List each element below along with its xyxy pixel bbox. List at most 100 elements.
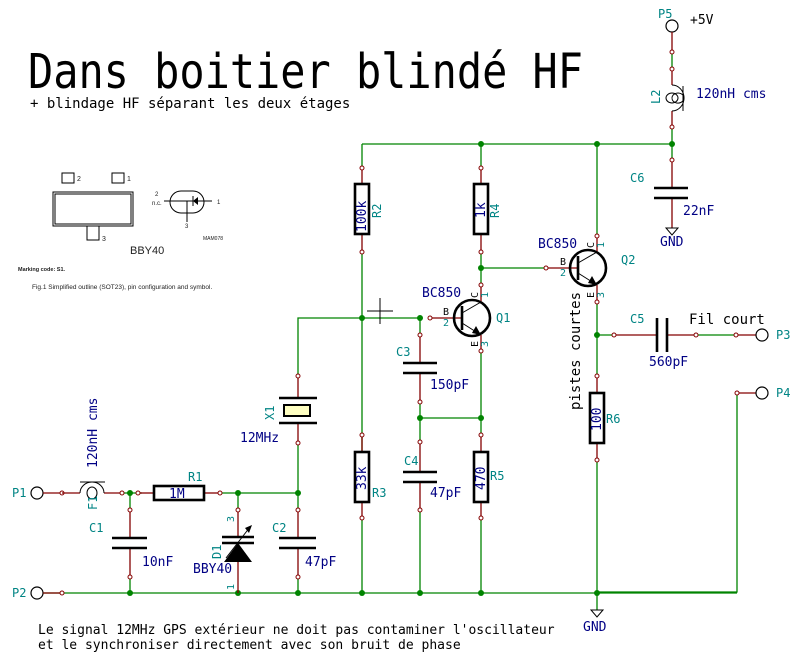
c2-ref: C2 [272,521,286,535]
gnd-label-top: GND [660,235,684,250]
diode-symbol-icon [193,197,198,205]
r5-value: 470 [474,467,489,490]
symbol-pin2-label: 2 [155,192,159,198]
d1-pin-a-num: 1 [226,584,237,590]
npn-transistor-icon [568,248,608,288]
capacitor-c5[interactable]: C5 560pF [611,312,699,370]
transistor-q1[interactable]: BC850 Q1 B 2 C 1 E 3 [422,282,510,354]
capacitor-c4[interactable]: C4 47pF [403,439,461,513]
r3-value: 33k [355,466,370,490]
capacitor-c6[interactable]: C6 22nF GND [630,157,714,250]
r4-value: 1k [474,202,489,218]
q1-ref: Q1 [496,311,510,325]
resistor-r1[interactable]: 1M R1 [135,470,223,502]
resistor-r2[interactable]: 100k R2 [353,165,384,255]
connector-p3-label: P3 [776,328,790,342]
short-traces-note: pistes courtes [568,292,584,410]
connector-p3[interactable]: P3 [733,328,790,342]
connector-p4-label: P4 [776,386,790,400]
r5-ref: R5 [490,469,504,483]
transistor-q2[interactable]: BC850 Q2 B 2 C 1 E 3 [538,233,635,305]
d1-value: BBY40 [193,562,232,577]
l1-value: 120nH cms [86,398,101,468]
q2-pin-e-num: 3 [596,292,607,298]
datasheet-marking: Marking code: S1. [18,267,66,273]
c5-value: 560pF [649,355,688,370]
sot23-pin2 [61,172,75,184]
c4-value: 47pF [430,486,461,501]
q1-pin-b-label: B [443,307,449,318]
q2-ref: Q2 [621,253,635,267]
q1-pin-e-label: E [470,341,481,347]
datasheet-part-label: BBY40 [130,245,164,257]
q1-pin-b-num: 2 [443,318,449,329]
inductor-l2[interactable]: L2 120nH cms [649,66,766,130]
schematic-title: Dans boitier blindé HF [28,44,583,100]
l2-ref: L2 [649,90,663,104]
q1-value: BC850 [422,286,461,301]
sot23-pin3 [86,225,100,241]
datasheet-caption: Fig.1 Simplified outline (SOT23), pin co… [32,284,212,291]
gnd-icon [664,227,680,236]
schematic-subtitle: + blindage HF séparant les deux étages [30,96,350,112]
symbol-pin3-label: 3 [185,224,189,230]
r6-ref: R6 [606,412,620,426]
symbol-pin1-label: 1 [217,200,221,206]
c3-value: 150pF [430,378,469,393]
crystal-x1[interactable]: X1 12MHz [240,373,317,446]
gnd-icon [589,609,605,618]
resistor-r5[interactable]: 470 R5 [472,432,504,521]
resistor-r4[interactable]: 1k R4 [472,165,502,255]
connector-p2[interactable]: P2 [12,586,65,600]
x1-ref: X1 [263,406,277,420]
r1-value: 1M [169,487,185,502]
r4-ref: R4 [488,204,502,218]
npn-transistor-icon [452,298,492,338]
capacitor-c2[interactable]: C2 47pF [272,507,336,580]
connector-p2-label: P2 [12,586,26,600]
c1-value: 10nF [142,555,173,570]
c6-ref: C6 [630,171,644,185]
resistor-r6[interactable]: 100 R6 [588,373,620,463]
q2-pin-b-num: 2 [560,268,566,279]
connector-p1[interactable]: P1 [12,486,65,500]
c2-value: 47pF [305,555,336,570]
l1-ref: F1 [86,496,100,510]
bottom-note-line-1: Le signal 12MHz GPS extérieur ne doit pa… [38,623,555,638]
resistor-r3[interactable]: 33k R3 [353,432,386,521]
symbol-nc-label: n.c. [152,201,162,207]
datasheet-inset: 2 1 3 2 n.c. 1 3 MAM078 BBY40 Marking co… [18,172,223,291]
cursor-crosshair-icon [367,298,393,324]
d1-pin-k-num: 3 [226,516,237,522]
sot23-body [52,191,134,227]
connector-p4[interactable]: P4 [734,386,790,400]
capacitor-c1[interactable]: C1 10nF [89,507,173,580]
sot23-pin2-label: 2 [77,176,81,183]
junctions [127,141,675,596]
c6-value: 22nF [683,204,714,219]
varicap-d1[interactable]: 3 1 D1 BBY40 [193,507,254,593]
l2-value: 120nH cms [696,87,766,102]
gnd-symbol-bottom: GND [583,609,607,635]
q2-pin-b-label: B [560,257,566,268]
q1-pin-e-num: 3 [480,341,491,347]
gnd-label-bottom: GND [583,620,607,635]
q2-pin-c-label: C [586,242,597,248]
connector-p5-label: P5 [658,7,672,21]
q1-pin-c-num: 1 [480,292,491,298]
connector-p1-label: P1 [12,486,26,500]
wires [41,52,738,610]
capacitor-c3[interactable]: C3 150pF [396,332,469,405]
sot23-body-inner [54,193,132,225]
crystal-icon [283,404,311,417]
c3-ref: C3 [396,345,410,359]
connector-p5[interactable]: P5 +5V [658,7,714,55]
r3-ref: R3 [372,486,386,500]
q2-value: BC850 [538,237,577,252]
c5-ref: C5 [630,312,644,326]
r1-ref: R1 [188,470,202,484]
r2-ref: R2 [370,204,384,218]
inductor-l1[interactable]: F1 120nH cms [62,398,125,510]
q2-pin-e-label: E [586,292,597,298]
datasheet-code: MAM078 [203,236,223,242]
